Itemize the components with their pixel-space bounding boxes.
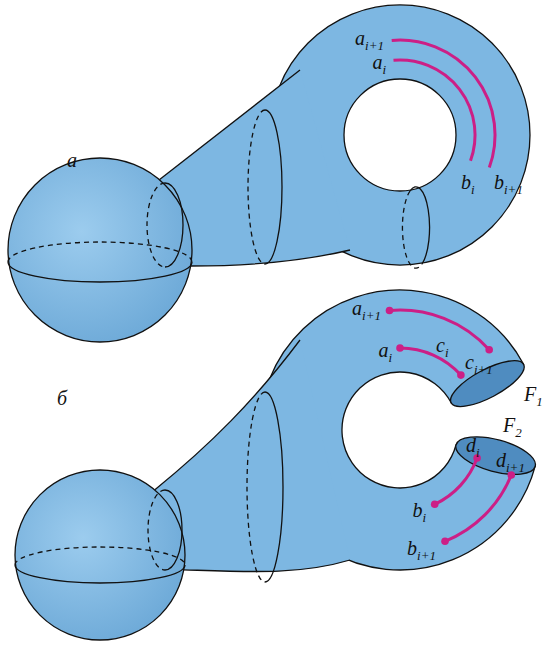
subscript: i+1 — [365, 38, 384, 53]
subscript: i+1 — [362, 308, 381, 323]
tube-edge — [159, 70, 300, 180]
symbol: d — [496, 449, 506, 471]
equator-back — [8, 242, 192, 262]
point-label: F2 — [503, 415, 522, 435]
symbol: a — [352, 297, 362, 319]
tube-edge — [155, 340, 300, 490]
figure-letter: б — [57, 388, 67, 408]
equator — [8, 262, 192, 282]
point-label: bi — [412, 500, 426, 520]
point-label: ai+1 — [355, 28, 384, 48]
section — [265, 392, 283, 582]
point-label: ai — [378, 340, 392, 360]
symbol: b — [412, 499, 422, 521]
face-F2 — [452, 430, 539, 482]
curve — [392, 40, 495, 167]
point-label: ci — [436, 335, 449, 355]
section-back — [248, 110, 265, 264]
subscript: 1 — [536, 394, 543, 409]
section — [265, 110, 282, 264]
point — [485, 346, 493, 354]
curve — [435, 458, 477, 504]
point — [396, 344, 404, 352]
equator-back — [15, 547, 185, 565]
symbol: а — [67, 149, 77, 171]
symbol: b — [461, 171, 471, 193]
symbol: a — [372, 51, 382, 73]
curve — [400, 348, 461, 375]
section — [410, 187, 430, 264]
subscript: i+1 — [474, 362, 493, 377]
point-label: bi+1 — [407, 538, 436, 558]
subscript: i — [388, 350, 392, 365]
symbol: a — [355, 27, 365, 49]
point-label: bi — [461, 172, 475, 192]
point-label: ai+1 — [352, 298, 381, 318]
subscript: i — [471, 182, 475, 197]
section — [165, 490, 182, 570]
symbol: a — [378, 339, 388, 361]
equator — [15, 565, 185, 583]
section-back — [247, 392, 265, 582]
symbol: d — [466, 434, 476, 456]
symbol: c — [436, 334, 445, 356]
point — [386, 307, 394, 315]
face-F1 — [445, 352, 531, 415]
point — [457, 371, 465, 379]
section-back — [147, 183, 165, 267]
curve — [445, 475, 511, 541]
subscript: 2 — [515, 425, 522, 440]
point-label: F1 — [524, 384, 543, 404]
sphere — [15, 470, 185, 640]
point-label: ci+1 — [465, 352, 493, 372]
symbol: F — [524, 383, 536, 405]
point-label: di — [466, 435, 480, 455]
section-back — [402, 191, 422, 268]
symbol: c — [465, 351, 474, 373]
subscript: i+1 — [506, 460, 525, 475]
point-label: bi+1 — [494, 172, 523, 192]
point-label: di+1 — [496, 450, 525, 470]
curves — [390, 310, 512, 541]
point — [441, 538, 449, 546]
subscript: i — [422, 510, 426, 525]
section-back — [148, 490, 165, 570]
symbol: б — [57, 387, 67, 409]
figure-letter: а — [67, 150, 77, 170]
subscript: i+1 — [417, 548, 436, 563]
subscript: i — [445, 345, 449, 360]
section — [165, 183, 183, 267]
symbol: F — [503, 414, 515, 436]
tube — [155, 340, 350, 572]
sphere — [8, 158, 192, 342]
point-label: ai — [372, 52, 386, 72]
subscript: i+1 — [504, 182, 523, 197]
points — [386, 307, 515, 545]
subscript: i — [476, 445, 480, 460]
tube-edge — [191, 250, 350, 266]
subscript: i — [382, 62, 386, 77]
symbol: b — [494, 171, 504, 193]
symbol: b — [407, 537, 417, 559]
point — [431, 501, 439, 509]
tube-edge — [184, 560, 350, 572]
curve — [394, 60, 476, 161]
